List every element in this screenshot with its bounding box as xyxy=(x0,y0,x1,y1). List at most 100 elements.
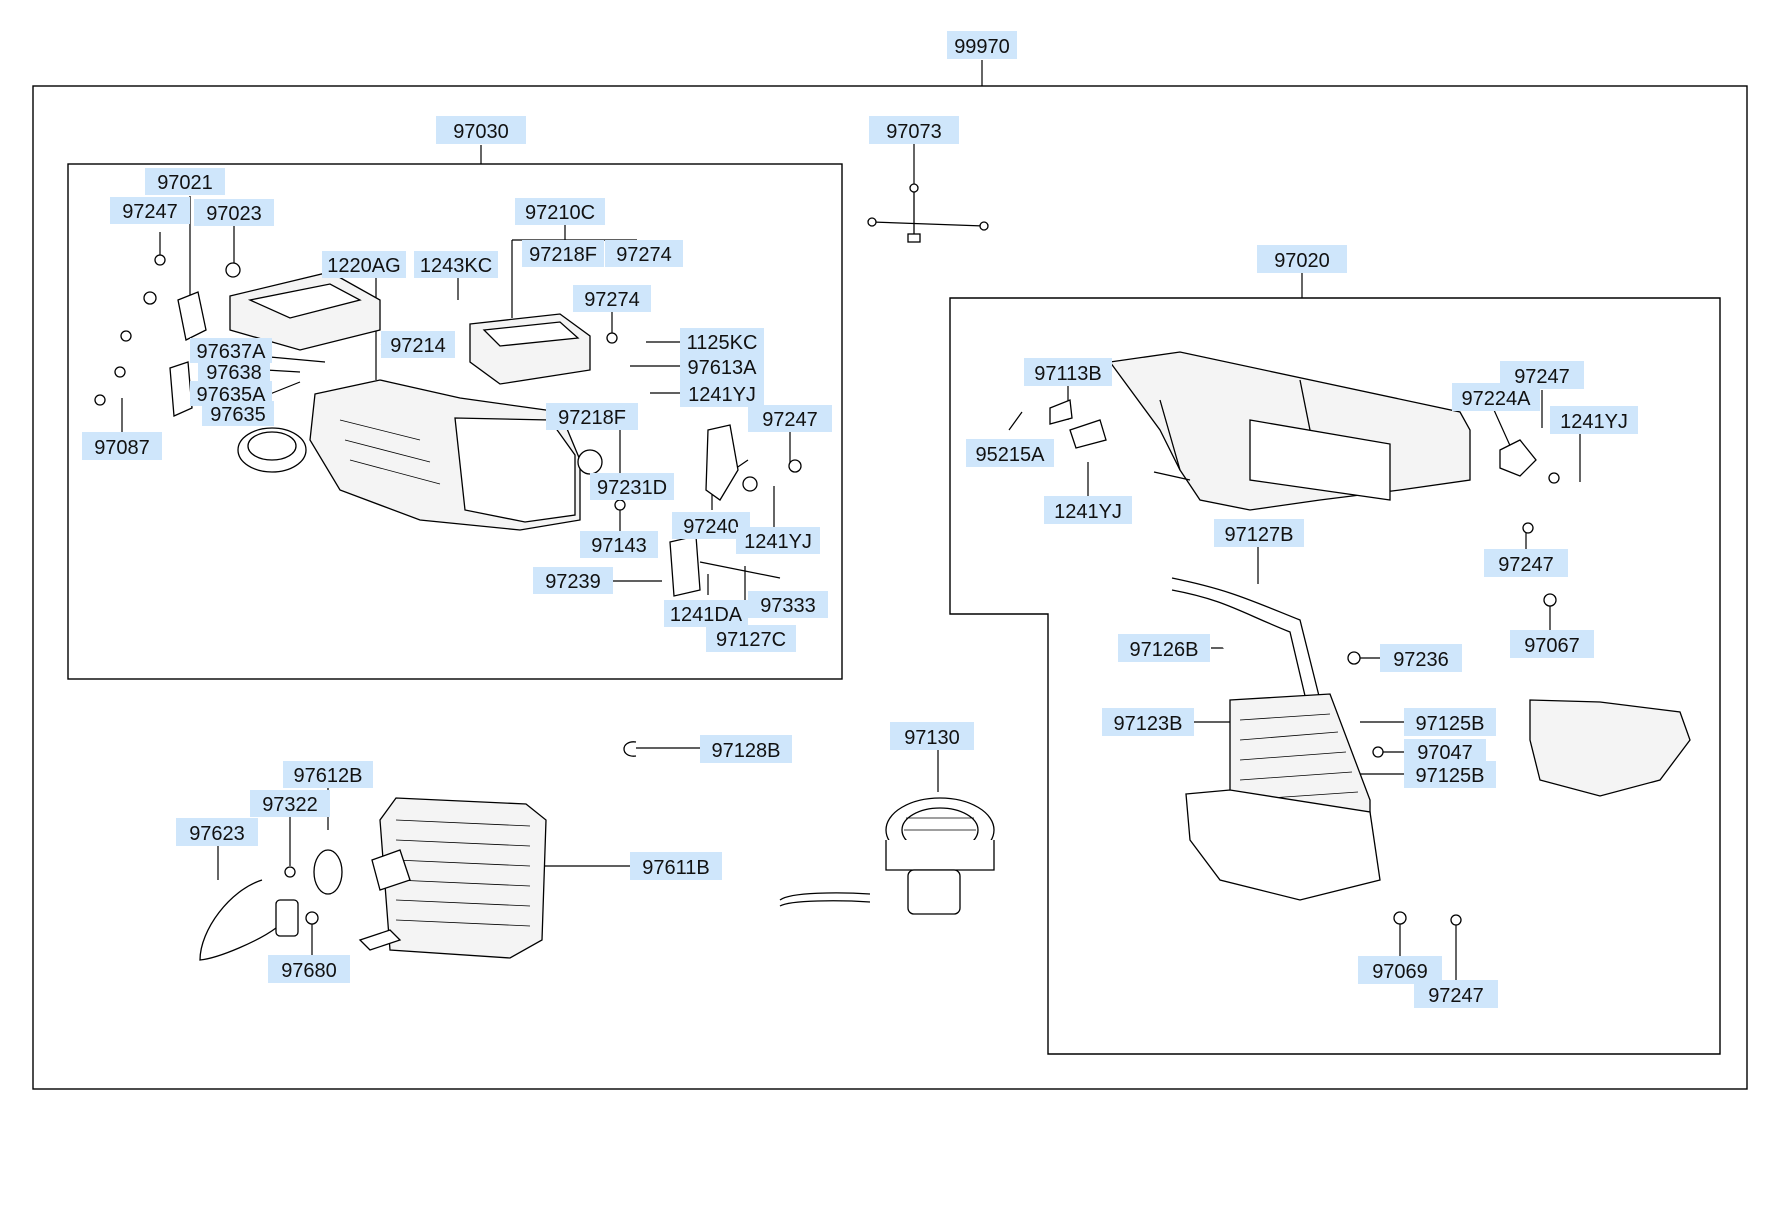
part-label-97030[interactable]: 97030 xyxy=(436,116,526,144)
svg-text:97126B: 97126B xyxy=(1130,639,1199,661)
part-label-97127C[interactable]: 97127C xyxy=(706,625,796,652)
svg-text:97680: 97680 xyxy=(281,960,337,982)
part-label-97236[interactable]: 97236 xyxy=(1380,644,1462,672)
svg-text:97247: 97247 xyxy=(122,201,178,223)
svg-text:97247: 97247 xyxy=(1498,554,1554,576)
part-label-97333[interactable]: 97333 xyxy=(748,591,828,618)
part-label-97214[interactable]: 97214 xyxy=(381,331,455,358)
part-label-97128B[interactable]: 97128B xyxy=(700,735,792,763)
part-label-97218F[interactable]: 97218F xyxy=(546,403,638,430)
evaporator-unit-frame xyxy=(949,297,1721,1055)
part-label-1125KC[interactable]: 1125KC xyxy=(680,328,764,355)
part-label-1220AG[interactable]: 1220AG xyxy=(322,251,406,278)
part-label-97073[interactable]: 97073 xyxy=(869,116,959,144)
svg-text:1125KC: 1125KC xyxy=(687,332,758,354)
heater-unit-frame xyxy=(67,163,843,680)
part-label-97239[interactable]: 97239 xyxy=(533,567,613,594)
svg-text:97239: 97239 xyxy=(545,571,601,593)
svg-text:97224A: 97224A xyxy=(1462,388,1532,410)
svg-text:97113B: 97113B xyxy=(1034,363,1101,385)
part-label-99970[interactable]: 99970 xyxy=(947,31,1017,59)
part-label-97224A[interactable]: 97224A xyxy=(1452,383,1540,411)
part-label-1241YJ[interactable]: 1241YJ xyxy=(736,527,820,554)
part-label-1241DA[interactable]: 1241DA xyxy=(664,600,748,627)
svg-text:97021: 97021 xyxy=(157,172,213,194)
part-label-97020[interactable]: 97020 xyxy=(1257,245,1347,273)
part-label-97635[interactable]: 97635 xyxy=(202,401,274,426)
part-label-97322[interactable]: 97322 xyxy=(250,790,330,817)
svg-text:97623: 97623 xyxy=(189,823,245,845)
part-label-97638[interactable]: 97638 xyxy=(198,359,270,384)
svg-text:1241YJ: 1241YJ xyxy=(1054,501,1122,523)
part-label-97123B[interactable]: 97123B xyxy=(1102,708,1194,736)
part-label-1241YJ[interactable]: 1241YJ xyxy=(1550,406,1638,434)
part-label-97143[interactable]: 97143 xyxy=(580,531,658,558)
svg-text:1241DA: 1241DA xyxy=(670,604,743,626)
svg-text:97214: 97214 xyxy=(390,335,446,357)
svg-text:97125B: 97125B xyxy=(1416,713,1485,735)
part-label-97067[interactable]: 97067 xyxy=(1510,630,1594,658)
part-label-1243KC[interactable]: 1243KC xyxy=(414,251,498,278)
assembly-frame xyxy=(32,85,1748,1090)
svg-text:1241YJ: 1241YJ xyxy=(1560,411,1628,433)
part-label-97612B[interactable]: 97612B xyxy=(283,761,373,788)
svg-text:97274: 97274 xyxy=(584,289,640,311)
svg-text:1241YJ: 1241YJ xyxy=(744,531,812,553)
svg-text:1241YJ: 1241YJ xyxy=(688,384,756,406)
part-label-97247[interactable]: 97247 xyxy=(1414,980,1498,1008)
svg-text:97067: 97067 xyxy=(1524,635,1580,657)
part-label-97130[interactable]: 97130 xyxy=(890,722,974,750)
svg-text:97023: 97023 xyxy=(206,203,262,225)
evaporator-core-drawing xyxy=(358,797,547,959)
blower-motor-drawing xyxy=(779,797,995,915)
part-label-97611B[interactable]: 97611B xyxy=(630,852,722,880)
part-label-97274[interactable]: 97274 xyxy=(605,240,683,267)
svg-text:97635A: 97635A xyxy=(197,384,267,406)
svg-text:97047: 97047 xyxy=(1417,742,1473,764)
svg-text:97247: 97247 xyxy=(1514,366,1570,388)
part-label-97210C[interactable]: 97210C xyxy=(515,198,605,225)
svg-text:99970: 99970 xyxy=(954,36,1010,58)
part-label-1241YJ[interactable]: 1241YJ xyxy=(1044,496,1132,524)
part-label-95215A[interactable]: 95215A xyxy=(966,439,1054,467)
part-label-97247[interactable]: 97247 xyxy=(110,197,190,224)
part-label-97047[interactable]: 97047 xyxy=(1404,739,1486,764)
svg-text:1220AG: 1220AG xyxy=(327,255,400,277)
part-label-97127B[interactable]: 97127B xyxy=(1214,519,1304,547)
part-label-97125B[interactable]: 97125B xyxy=(1404,708,1496,736)
svg-text:97130: 97130 xyxy=(904,727,960,749)
part-label-97126B[interactable]: 97126B xyxy=(1118,634,1210,662)
part-label-97637A[interactable]: 97637A xyxy=(190,338,272,363)
svg-text:97240: 97240 xyxy=(683,516,739,538)
part-label-97613A[interactable]: 97613A xyxy=(680,353,764,380)
svg-text:97127C: 97127C xyxy=(716,629,786,651)
part-label-97125B[interactable]: 97125B xyxy=(1404,761,1496,788)
svg-text:97127B: 97127B xyxy=(1225,524,1294,546)
svg-text:97638: 97638 xyxy=(206,362,262,384)
part-label-97021[interactable]: 97021 xyxy=(145,168,225,195)
part-label-1241YJ[interactable]: 1241YJ xyxy=(680,380,764,407)
part-label-97069[interactable]: 97069 xyxy=(1358,956,1442,984)
heater-case-drawing xyxy=(94,254,802,597)
part-label-97113B[interactable]: 97113B xyxy=(1024,358,1112,386)
svg-text:1243KC: 1243KC xyxy=(420,255,492,277)
part-label-97623[interactable]: 97623 xyxy=(176,818,258,846)
part-label-97087[interactable]: 97087 xyxy=(82,432,162,460)
svg-text:97635: 97635 xyxy=(210,404,266,426)
part-label-97247[interactable]: 97247 xyxy=(748,405,832,432)
svg-text:97030: 97030 xyxy=(453,121,509,143)
part-label-97274[interactable]: 97274 xyxy=(573,285,651,312)
svg-text:97247: 97247 xyxy=(762,409,818,431)
svg-text:97143: 97143 xyxy=(591,535,647,557)
svg-text:97236: 97236 xyxy=(1393,649,1449,671)
part-label-97231D[interactable]: 97231D xyxy=(590,473,674,500)
part-label-97247[interactable]: 97247 xyxy=(1484,549,1568,577)
svg-text:97231D: 97231D xyxy=(597,477,667,499)
part-label-97218F[interactable]: 97218F xyxy=(522,240,604,267)
svg-text:97612B: 97612B xyxy=(294,765,363,787)
clip-drawing xyxy=(623,741,637,757)
svg-text:97274: 97274 xyxy=(616,244,672,266)
part-label-97023[interactable]: 97023 xyxy=(194,199,274,226)
part-label-97680[interactable]: 97680 xyxy=(268,955,350,983)
